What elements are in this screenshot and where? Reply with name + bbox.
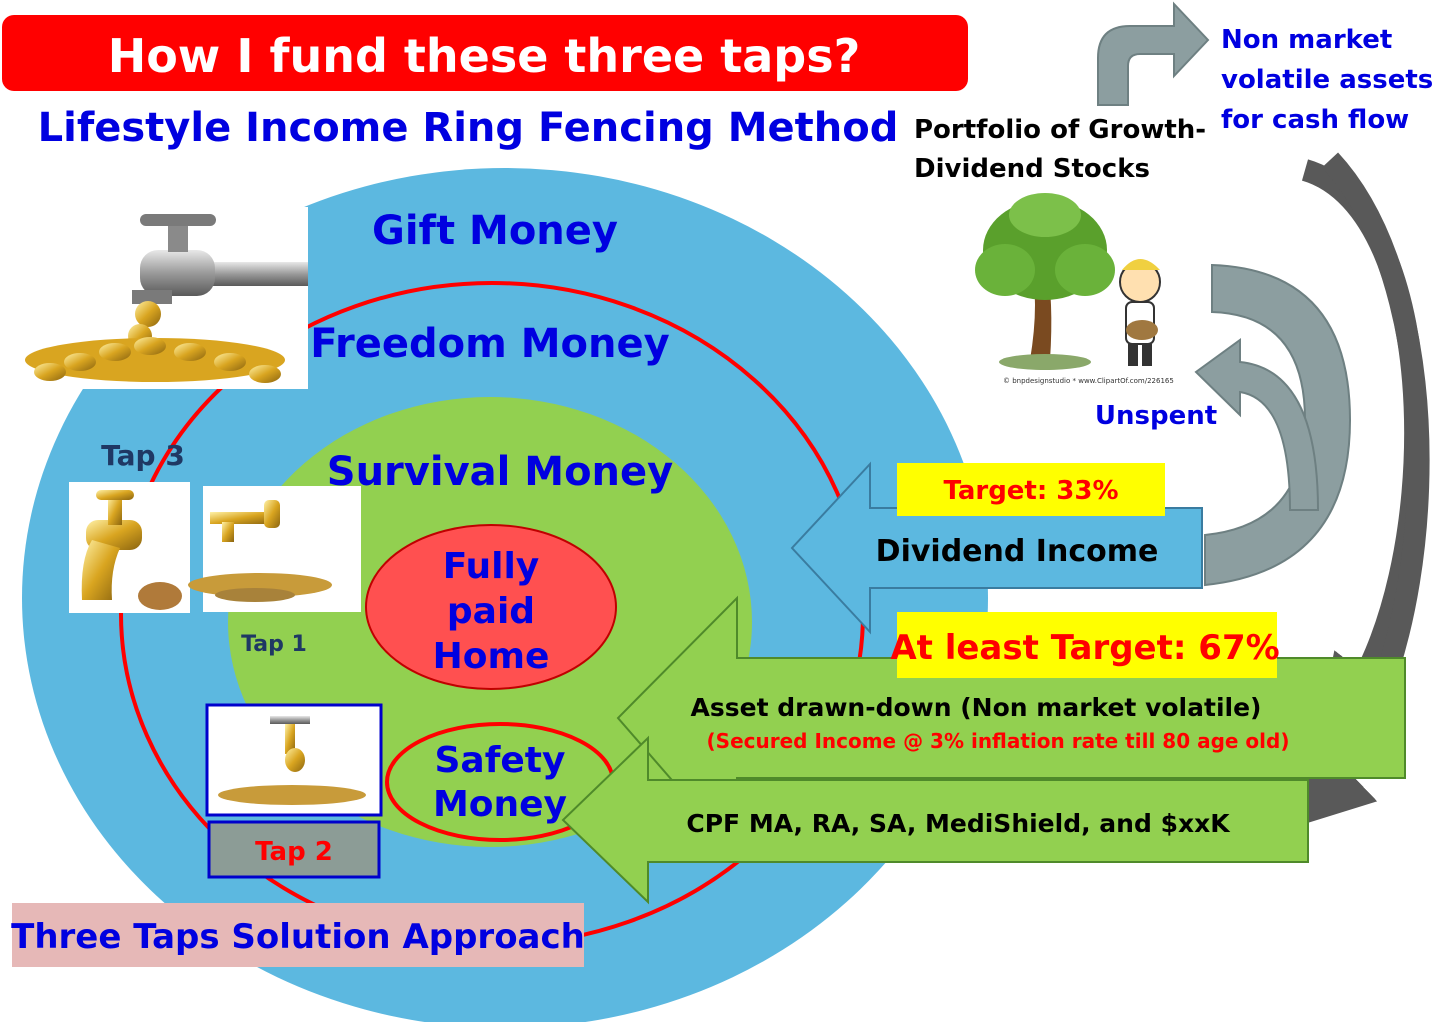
page-subtitle: Lifestyle Income Ring Fencing Method	[38, 105, 899, 151]
tap1-faucet-image	[188, 486, 361, 612]
fully-paid-home-disc	[365, 524, 617, 690]
portfolio-label-line2: Dividend Stocks	[914, 154, 1150, 184]
non-market-line3: for cash flow	[1221, 105, 1409, 135]
tap3-gold-faucet-image	[69, 482, 190, 613]
approach-label: Three Taps Solution Approach	[11, 917, 585, 957]
target-33-label: Target: 33%	[943, 476, 1118, 506]
home-label-line2: paid	[447, 591, 535, 632]
tap3-label: Tap 3	[101, 439, 185, 472]
target-67-label: At least Target: 67%	[890, 628, 1279, 668]
cpf-label: CPF MA, RA, SA, MediShield, and $xxK	[686, 809, 1231, 838]
home-label-line3: Home	[433, 636, 550, 677]
title-bar	[2, 15, 968, 91]
dividend-income-arrow	[790, 461, 1203, 635]
target-33-badge	[897, 463, 1165, 516]
survival-money-label: Survival Money	[327, 449, 673, 495]
unspent-label: Unspent	[1095, 401, 1217, 431]
safety-label-line2: Money	[433, 784, 567, 825]
dividend-income-label: Dividend Income	[876, 534, 1159, 569]
tap2-faucet-image	[205, 703, 383, 817]
asset-drawdown-label: Asset drawn-down (Non market volatile)	[691, 693, 1262, 722]
safety-label-line1: Safety	[435, 740, 566, 781]
tap1-label: Tap 1	[241, 632, 307, 657]
clipart-credit: © bnpdesignstudio * www.ClipartOf.com/22…	[1003, 377, 1174, 385]
grey-upturn-arrow	[1097, 1, 1210, 106]
secured-income-label: (Secured Income @ 3% inflation rate till…	[707, 729, 1290, 753]
big-faucet-image	[12, 207, 308, 389]
gift-money-label: Gift Money	[372, 208, 618, 254]
home-label-line1: Fully	[443, 546, 540, 587]
cpf-arrow	[561, 735, 1309, 905]
page-title: How I fund these three taps?	[108, 29, 861, 83]
non-market-line2: volatile assets	[1221, 65, 1433, 95]
target-67-badge	[897, 612, 1277, 678]
unspent-return-arrow	[1194, 338, 1320, 511]
tap2-label-box	[207, 820, 381, 879]
portfolio-label-line1: Portfolio of Growth-	[914, 115, 1206, 145]
non-market-line1: Non market	[1221, 25, 1392, 55]
approach-banner	[12, 903, 584, 967]
freedom-money-label: Freedom Money	[310, 321, 669, 367]
money-tree-image	[970, 192, 1170, 388]
tap2-label: Tap 2	[255, 837, 333, 867]
